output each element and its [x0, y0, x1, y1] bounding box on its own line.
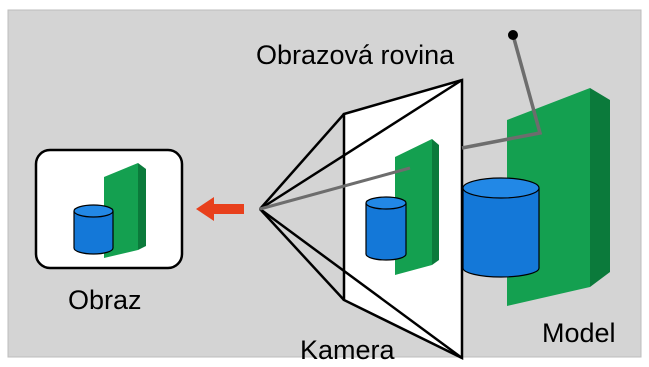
image-plane-label: Obrazová rovina — [256, 40, 455, 70]
image-box — [34, 148, 184, 270]
frustum-edge-bottom-far — [259, 207, 463, 360]
camera-label: Kamera — [300, 335, 395, 365]
model-label: Model — [542, 318, 616, 348]
model-object — [462, 88, 610, 306]
image-label: Obraz — [68, 285, 142, 315]
frustum-edge-bottom-near — [259, 208, 345, 301]
projected-image — [365, 139, 439, 275]
model-green-panel-side — [590, 88, 610, 287]
frustum-edge-top-far — [259, 78, 463, 211]
projection-line — [259, 30, 543, 211]
projected-blue-cylinder — [365, 196, 407, 261]
model-blue-cylinder — [462, 177, 540, 278]
image-green-panel-side — [138, 163, 146, 250]
image-blue-cylinder — [73, 204, 114, 255]
projected-green-panel-side — [432, 139, 439, 265]
model-point — [508, 30, 518, 40]
direction-arrow — [196, 197, 244, 221]
frustum-edge-top-near — [259, 113, 345, 210]
